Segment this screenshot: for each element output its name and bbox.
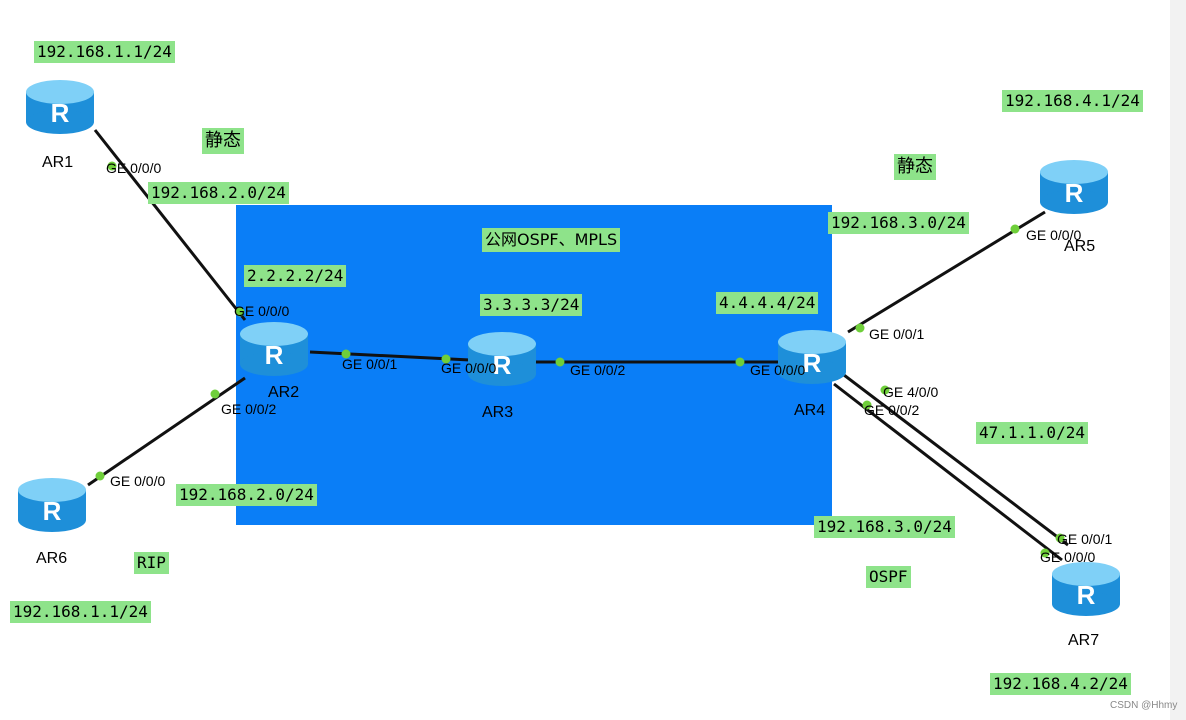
- link-ar4-ar7-a: [839, 370, 1069, 547]
- watermark: CSDN @Hhmy: [1110, 700, 1178, 711]
- port-label: GE 0/0/2: [864, 402, 920, 418]
- router-name-ar7: AR7: [1068, 632, 1100, 649]
- static-label-ar1: 静态: [202, 128, 244, 154]
- port-dot: [1040, 548, 1050, 558]
- port-dot: [95, 471, 105, 481]
- port-label: GE 0/0/2: [570, 362, 626, 378]
- port-label: GE 0/0/1: [342, 356, 398, 372]
- port-dot: [855, 323, 865, 333]
- router-name-ar3: AR3: [482, 404, 514, 421]
- port-dot: [862, 400, 872, 410]
- svg-text:R: R: [493, 350, 512, 380]
- port-dot: [735, 357, 745, 367]
- router-icon[interactable]: R: [16, 474, 88, 534]
- loopback-label-ar2: 2.2.2.2/24: [244, 265, 347, 287]
- scrollbar-track[interactable]: [1170, 0, 1186, 720]
- router-name-ar5: AR5: [1064, 238, 1096, 255]
- port-label: GE 0/0/1: [869, 326, 925, 342]
- port-dot: [555, 357, 565, 367]
- port-dot: [235, 307, 245, 317]
- port-label: GE 0/0/0: [1026, 227, 1082, 243]
- port-label: GE 0/0/0: [750, 362, 806, 378]
- port-label: GE 0/0/0: [110, 473, 166, 489]
- link-ar1-ar2: [93, 129, 247, 321]
- router-icon[interactable]: R: [24, 76, 96, 136]
- net-label-ar5: 192.168.4.1/24: [1002, 90, 1143, 112]
- router-name-ar6: AR6: [36, 550, 68, 567]
- router-icon[interactable]: R: [238, 318, 310, 378]
- link-ar2-ar6: [87, 376, 246, 487]
- port-dot: [1055, 533, 1065, 543]
- port-label: GE 0/0/0: [441, 360, 497, 376]
- port-dot: [1010, 224, 1020, 234]
- net-label-ar4-ar5: 192.168.3.0/24: [828, 212, 969, 234]
- port-label: GE 0/0/0: [106, 160, 162, 176]
- net-label-ar1-ar2: 192.168.2.0/24: [148, 182, 289, 204]
- net-label-ar1: 192.168.1.1/24: [34, 41, 175, 63]
- router-icon[interactable]: R: [466, 328, 538, 388]
- router-name-ar4: AR4: [794, 402, 826, 419]
- net-label-ar7: 192.168.4.2/24: [990, 673, 1131, 695]
- svg-text:R: R: [51, 98, 70, 128]
- svg-text:R: R: [803, 348, 822, 378]
- zone-title: 公网OSPF、MPLS: [482, 228, 621, 252]
- rip-label: RIP: [134, 552, 169, 574]
- static-label-ar5: 静态: [894, 154, 936, 180]
- router-name-ar1: AR1: [42, 154, 74, 171]
- port-label: GE 0/0/2: [221, 401, 277, 417]
- port-dot: [441, 354, 451, 364]
- svg-text:R: R: [1065, 178, 1084, 208]
- port-label: GE 0/0/0: [1040, 549, 1096, 565]
- port-label: GE 0/0/1: [1057, 531, 1113, 547]
- port-label: GE 0/0/0: [234, 303, 290, 319]
- port-label: GE 4/0/0: [883, 384, 939, 400]
- port-dot: [210, 389, 220, 399]
- port-dot: [880, 385, 890, 395]
- net-label-ar6: 192.168.1.1/24: [10, 601, 151, 623]
- svg-text:R: R: [265, 340, 284, 370]
- loopback-label-ar4: 4.4.4.4/24: [716, 292, 819, 314]
- net-label-ar4-ar7-a: 47.1.1.0/24: [976, 422, 1088, 444]
- router-icon[interactable]: R: [1038, 156, 1110, 216]
- router-icon[interactable]: R: [776, 326, 848, 386]
- net-label-ar4-ar7-b: 192.168.3.0/24: [814, 516, 955, 538]
- svg-text:R: R: [43, 496, 62, 526]
- port-dot: [341, 349, 351, 359]
- router-icon[interactable]: R: [1050, 558, 1122, 618]
- loopback-label-ar3: 3.3.3.3/24: [480, 294, 583, 316]
- svg-text:R: R: [1077, 580, 1096, 610]
- port-dot: [107, 161, 117, 171]
- router-name-ar2: AR2: [268, 384, 300, 401]
- link-ar4-ar7-b: [833, 382, 1063, 562]
- net-label-ar6-ar2: 192.168.2.0/24: [176, 484, 317, 506]
- ospf-label: OSPF: [866, 566, 911, 588]
